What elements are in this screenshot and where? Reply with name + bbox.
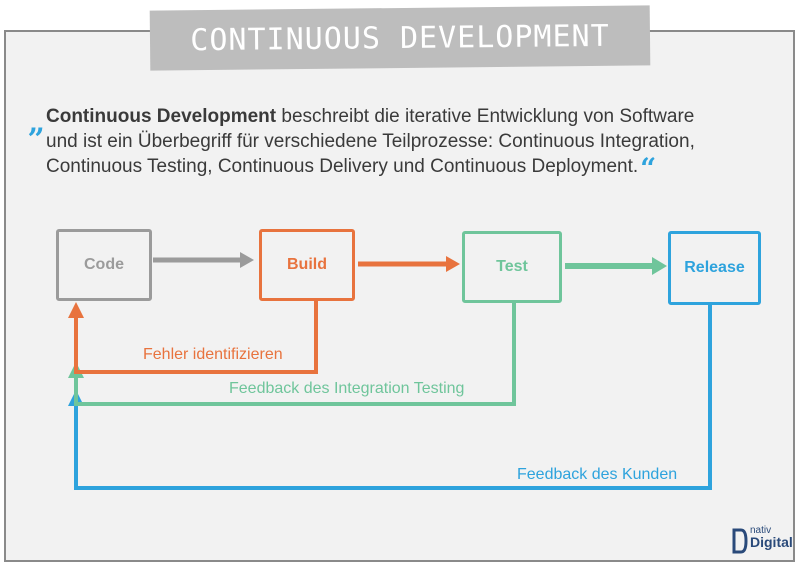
description-quote: „ Continuous Development beschreibt die … [28, 104, 780, 183]
stage-release-label: Release [684, 259, 745, 276]
quote-lead: Continuous Development [46, 106, 277, 127]
logo-text-top: nativ [750, 525, 772, 536]
stage-build: Build [259, 229, 355, 301]
logo-icon [732, 528, 748, 554]
open-quote-mark: „ [28, 105, 46, 140]
arrow-test-to-release [565, 257, 667, 275]
stage-test-label: Test [496, 258, 528, 275]
stage-test: Test [462, 231, 562, 303]
stage-code: Code [56, 229, 152, 301]
feedback-label-testing: Feedback des Integration Testing [229, 380, 465, 397]
stage-release: Release [668, 231, 761, 305]
logo-text-bottom: Digital [750, 534, 793, 550]
quote-line-1-rest: beschreibt die iterative Entwicklung von… [276, 106, 695, 127]
quote-line-3: Continuous Testing, Continuous Delivery … [40, 154, 780, 183]
quote-line-2: und ist ein Überbegriff für verschiedene… [46, 131, 695, 152]
quote-line-1: Continuous Development beschreibt die it… [40, 104, 780, 129]
feedback-loop-build [68, 300, 318, 374]
arrow-code-to-build [153, 252, 254, 268]
brand-logo: nativ Digital [732, 525, 793, 557]
quote-line-3-text: Continuous Testing, Continuous Delivery … [46, 156, 639, 177]
feedback-label-customer: Feedback des Kunden [517, 466, 678, 483]
close-quote-mark: “ [640, 152, 657, 185]
feedback-label-build: Fehler identifizieren [143, 346, 283, 363]
stage-code-label: Code [84, 256, 124, 273]
arrow-build-to-test [358, 256, 460, 272]
stage-build-label: Build [287, 256, 327, 273]
